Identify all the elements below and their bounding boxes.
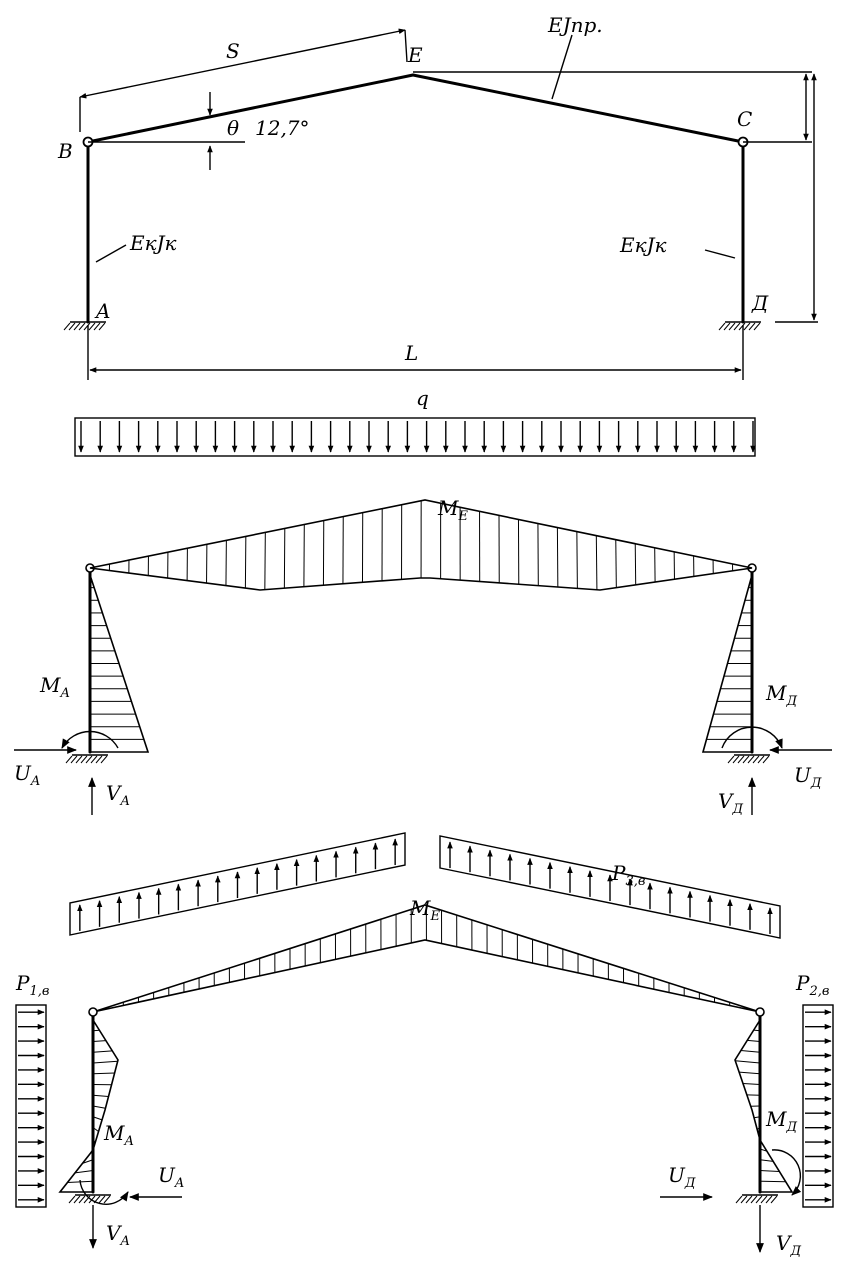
node-b-label: B	[57, 139, 73, 163]
horizontal-reaction-d-label-wind: UД	[668, 1163, 696, 1191]
horizontal-reaction-a-label-wind: UA	[158, 1163, 184, 1191]
moment-arc-a-wind	[79, 1179, 129, 1205]
horizontal-reaction-d-label: UД	[794, 763, 822, 791]
support-a	[65, 754, 108, 764]
moment-arc-d-wind	[771, 1149, 802, 1196]
wind-rafter-moment-diagram	[92, 904, 761, 1013]
left-wall-load-label: P1,в	[15, 971, 49, 999]
vertical-reaction-a-label: VA	[106, 781, 130, 809]
wall-wind-load-left	[15, 1004, 47, 1208]
moment-arc-d	[721, 726, 783, 749]
moment-arc-a	[61, 730, 119, 749]
roof-suction-load-left	[69, 832, 406, 936]
rafter-stiffness-label: EJпр.	[547, 13, 603, 37]
frame-scheme: S θ 12,7° EJпр. EкJк EкJк B E C A Д L	[57, 13, 818, 380]
gravity-rafter-moment-diagram	[89, 499, 753, 591]
slope-length-label: S	[226, 39, 240, 63]
support-a	[63, 321, 106, 331]
horizontal-reaction-a-label: UA	[14, 761, 40, 789]
right-wall-load-label: P2,в	[795, 971, 829, 999]
roof-load-label: P3,в	[611, 861, 645, 889]
angle-symbol: θ	[227, 116, 239, 140]
distributed-load-band	[74, 417, 756, 457]
distributed-load-label: q	[416, 386, 429, 410]
ridge-moment-label: ME	[437, 496, 468, 524]
gravity-column-moment-diagram	[89, 574, 753, 753]
column-stiffness-left: EкJк	[129, 231, 177, 255]
slope-dimension-line	[79, 28, 406, 99]
node-a-label: A	[94, 299, 110, 323]
vertical-reaction-d-label: VД	[718, 789, 743, 817]
wall-wind-load-right	[802, 1004, 834, 1208]
support-d	[735, 1194, 778, 1204]
moment-d-label-wind: MД	[765, 1107, 797, 1135]
rafter-right	[411, 73, 745, 144]
vertical-reaction-a-label-wind: VA	[106, 1221, 130, 1249]
wind-load-case: P3,в ME P1,в P2,в MA UA VA MД UД VД	[15, 832, 834, 1259]
node-d-label: Д	[751, 291, 769, 315]
node-e-label: E	[407, 43, 423, 67]
wind-column-moment-diagram	[58, 1017, 794, 1193]
support-d	[727, 754, 770, 764]
moment-d-label: MД	[765, 681, 797, 709]
moment-a-label-wind: MA	[103, 1121, 134, 1149]
support-d	[718, 321, 761, 331]
span-label: L	[404, 341, 418, 365]
column-stiffness-right: EкJк	[619, 233, 667, 257]
vertical-reaction-d-label-wind: VД	[776, 1231, 801, 1259]
moment-a-label: MA	[39, 673, 70, 701]
angle-value: 12,7°	[255, 116, 310, 140]
node-c-label: C	[737, 107, 752, 131]
ridge-moment-label-wind: ME	[409, 896, 440, 924]
distributed-load-arrows	[78, 421, 756, 453]
roof-suction-load-right	[439, 835, 781, 939]
gravity-load-case: q ME MA UA VA MД UД VД	[14, 386, 832, 817]
